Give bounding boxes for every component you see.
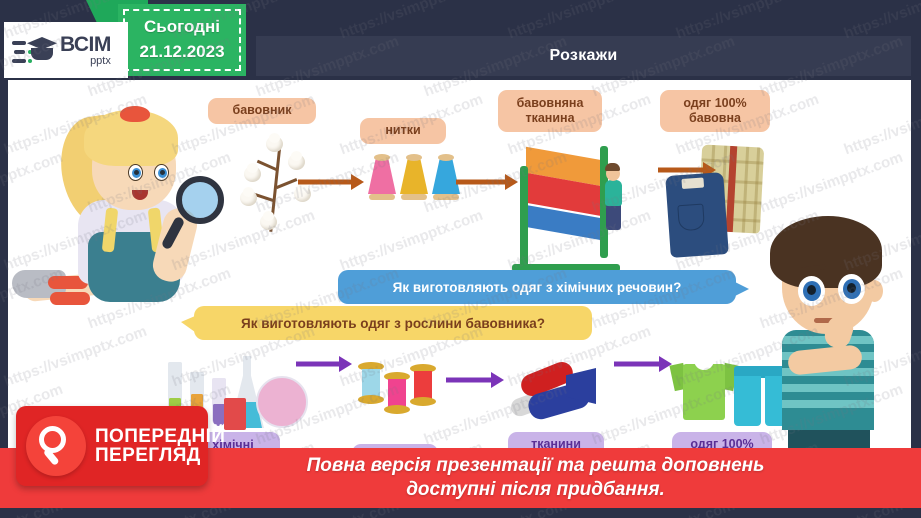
boy-hair: [770, 216, 882, 288]
cotton-boll: [240, 187, 257, 206]
boy-eye: [838, 274, 865, 304]
thread-cone-pink: [368, 154, 396, 200]
arrow-thread-to-fabric-bottom: [446, 372, 504, 388]
banner-line-1: Повна версія презентації та решта доповн…: [306, 455, 765, 477]
thread-cone-blue: [432, 154, 460, 200]
frame-left: [0, 0, 8, 518]
branch-twig: [256, 159, 279, 171]
label-cotton-fabric: бавовняна тканина: [498, 90, 602, 132]
girl-sock: [50, 292, 90, 305]
purchase-banner-text: Повна версія презентації та решта доповн…: [157, 454, 765, 501]
preview-badge-text: ПОПЕРЕДНІЙ ПЕРЕГЛЯД: [95, 425, 226, 466]
girl-mouth: [132, 190, 148, 200]
round-flask: [256, 376, 308, 428]
date-badge-label: Сьогодні: [144, 17, 220, 37]
frame-right: [911, 0, 921, 518]
cotton-boll: [288, 151, 305, 170]
cotton-boll: [244, 163, 261, 182]
arrow-fabric-to-clothes-bottom: [614, 356, 672, 372]
brand-suffix: pptx: [90, 54, 111, 67]
thread-spool-cyan: [358, 362, 384, 404]
preview-line-2: ПЕРЕГЛЯД: [95, 445, 201, 466]
girl-eye: [154, 164, 169, 181]
brand-logo[interactable]: ВСІМ pptx: [4, 22, 128, 78]
preview-badge[interactable]: ПОПЕРЕДНІЙ ПЕРЕГЛЯД: [16, 406, 225, 486]
cotton-boll: [266, 133, 283, 152]
girl-sock: [48, 276, 88, 289]
beaker-red: [224, 398, 246, 430]
question-bubble-cotton[interactable]: Як виготовляють одяг з рослини бавовника…: [181, 306, 592, 340]
header-bar: Розкажи: [256, 36, 911, 76]
branch-twig: [254, 193, 275, 202]
cotton-boll: [260, 211, 277, 230]
loom-worker-legs: [606, 202, 621, 230]
green-tshirt-illustration: [669, 356, 739, 426]
arrow-cotton-to-thread: [298, 174, 364, 190]
label-cotton-plant: бавовник: [208, 98, 316, 124]
jeans-illustration: [665, 172, 729, 258]
loom-base-bar: [512, 264, 620, 272]
label-cotton-clothes: одяг 100% бавовна: [660, 90, 770, 132]
loom-post: [600, 146, 608, 258]
thread-spool-red: [410, 364, 436, 406]
test-tube-liquid: [213, 404, 225, 426]
fabric-rolls-illustration: [508, 358, 596, 424]
loom-worker-body: [605, 180, 622, 206]
magnifier-icon: [26, 416, 86, 476]
loom-worker-hair: [605, 163, 620, 171]
boy-shirt: [782, 330, 874, 430]
girl-eye: [128, 164, 143, 181]
page-title: Розкажи: [549, 47, 618, 64]
thread-spool-pink: [384, 372, 410, 414]
arrow-thread-to-fabric: [456, 174, 518, 190]
thread-cone-yellow: [400, 154, 428, 200]
brand-name: ВСІМ: [60, 32, 111, 56]
magnifier-lens-icon: [176, 176, 224, 224]
label-threads-top: нитки: [360, 118, 446, 144]
preview-line-1: ПОПЕРЕДНІЙ: [95, 425, 226, 447]
date-badge-value: 21.12.2023: [139, 42, 225, 61]
arrow-chem-to-thread: [296, 356, 352, 372]
slide-canvas: бавовник нитки бавовняна тканина одяг 10…: [8, 80, 911, 508]
graduation-cap-icon: [12, 33, 57, 67]
cotton-boll: [294, 183, 311, 202]
brand-logo-text: ВСІМ pptx: [60, 34, 111, 67]
cotton-branch-illustration: [236, 133, 314, 234]
frame-bottom: [0, 508, 921, 518]
boy-eye: [798, 276, 825, 306]
girl-hair-bow: [120, 106, 150, 122]
boy-mouth: [814, 318, 838, 323]
branch-twig: [275, 178, 298, 189]
loom-post: [520, 166, 528, 268]
today-date-badge: Сьогодні 21.12.2023: [118, 4, 246, 76]
question-bubble-chemical[interactable]: Як виготовляють одяг з хімічних речовин?: [338, 270, 749, 304]
banner-line-2: доступні після придбання.: [406, 479, 665, 500]
